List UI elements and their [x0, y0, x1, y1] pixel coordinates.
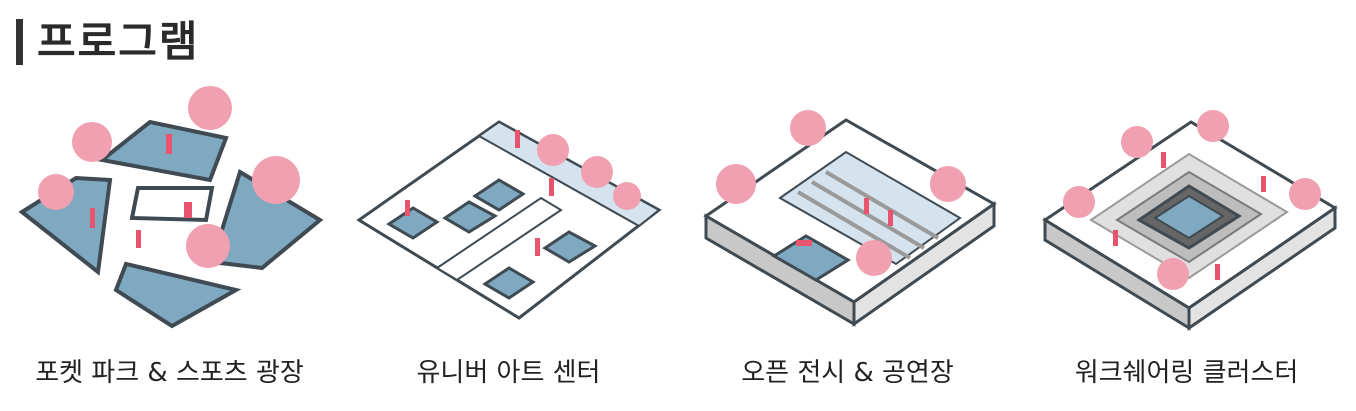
- tree-icon: [537, 134, 569, 166]
- tree-icon: [716, 164, 756, 204]
- gallery-pad: [482, 266, 536, 300]
- tree-icon: [188, 86, 232, 130]
- park-area-top: [97, 119, 229, 183]
- tree-icon: [1063, 186, 1095, 218]
- block-side-right: [1187, 205, 1337, 331]
- tree-icon: [252, 156, 300, 204]
- person-icon: [166, 134, 172, 154]
- tree-icon: [613, 182, 641, 210]
- seating-steps: [796, 170, 940, 260]
- tree-icon: [72, 122, 112, 162]
- tree-icon: [790, 110, 826, 146]
- tree-icon: [856, 240, 892, 276]
- person-icon: [549, 178, 554, 196]
- header-accent-bar: [16, 19, 23, 65]
- person-icon: [1161, 152, 1166, 168]
- person-icon: [184, 202, 192, 218]
- tree-icon: [1121, 126, 1153, 158]
- gallery-pads: [386, 178, 599, 300]
- work-sharing-illustration: [1042, 110, 1338, 331]
- person-icon: [405, 200, 410, 216]
- panel-caption: 워크쉐어링 클러스터: [1074, 358, 1299, 388]
- gallery-pad: [472, 178, 526, 212]
- page-header: 프로그램: [16, 12, 200, 72]
- walkway: [435, 196, 563, 282]
- person-icon: [796, 240, 812, 246]
- tree-icon: [38, 174, 74, 210]
- exhibition-pool: [771, 234, 851, 282]
- people-group: [796, 198, 893, 246]
- panel-open-exhibition: 오픈 전시 & 공연장: [678, 80, 1017, 411]
- tree-icon: [186, 224, 230, 268]
- tree-group: [716, 110, 966, 276]
- people-group: [405, 130, 554, 256]
- page-title: 프로그램: [37, 17, 200, 66]
- pocket-park-illustration: [18, 86, 324, 329]
- gallery-pad: [442, 200, 499, 234]
- people-group: [90, 134, 192, 248]
- sunken-stage: [778, 150, 962, 266]
- tree-group: [38, 86, 300, 268]
- central-pool: [1153, 194, 1225, 240]
- art-center-illustration: [356, 120, 662, 320]
- panel-caption: 유니버 아트 센터: [416, 358, 601, 388]
- gallery-pad: [542, 230, 599, 264]
- park-area-bottom: [113, 261, 242, 329]
- people-group: [1113, 152, 1266, 280]
- tree-group: [1063, 110, 1321, 290]
- panel-caption: 오픈 전시 & 공연장: [741, 358, 954, 388]
- panel-work-sharing: 워크쉐어링 클러스터: [1017, 80, 1356, 411]
- tree-icon: [1289, 178, 1321, 210]
- tree-icon: [1197, 110, 1229, 142]
- person-icon: [864, 198, 869, 214]
- open-exhibition-illustration: [703, 110, 997, 327]
- person-icon: [888, 210, 893, 226]
- person-icon: [535, 238, 540, 256]
- person-icon: [1261, 176, 1266, 192]
- sports-court: [129, 186, 215, 223]
- tree-group: [537, 134, 641, 210]
- tree-icon: [930, 166, 966, 202]
- person-icon: [515, 130, 520, 148]
- person-icon: [90, 208, 95, 228]
- tree-icon: [1157, 258, 1189, 290]
- panel-art-center: 유니버 아트 센터: [339, 80, 678, 411]
- panel-pocket-park: 포켓 파크 & 스포츠 광장: [0, 80, 339, 411]
- block-side-right: [852, 201, 996, 327]
- person-icon: [1215, 264, 1220, 280]
- person-icon: [1113, 230, 1118, 246]
- panel-caption: 포켓 파크 & 스포츠 광장: [35, 358, 304, 388]
- person-icon: [136, 230, 141, 248]
- tree-icon: [581, 156, 613, 188]
